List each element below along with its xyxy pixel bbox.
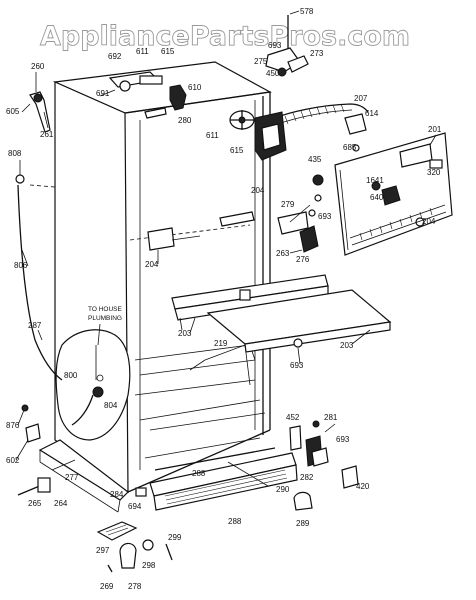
- part-label-640: 640: [370, 193, 384, 202]
- part-label-804: 804: [104, 401, 118, 410]
- part-label-288a: 288: [192, 469, 206, 478]
- refrigerator-cabinet: [29, 61, 272, 513]
- part-label-605: 605: [6, 107, 20, 116]
- bottom-left-parts: [17, 404, 147, 497]
- part-label-611b: 611: [206, 131, 219, 140]
- part-label-276: 276: [296, 255, 310, 264]
- part-label-808: 808: [8, 149, 22, 158]
- part-label-876: 876: [6, 421, 20, 430]
- part-label-203a: 203: [178, 329, 192, 338]
- shelf-brackets: [147, 211, 255, 251]
- part-label-204c: 204: [145, 260, 159, 269]
- part-label-420: 420: [356, 482, 370, 491]
- top-hardware: [99, 71, 187, 119]
- part-label-693b: 693: [318, 212, 332, 221]
- part-label-435: 435: [308, 155, 322, 164]
- part-labels: 578 693 273 275 450 260 692 611 615 691 …: [6, 7, 442, 591]
- shelf-rail-assembly: [171, 274, 392, 353]
- top-hinge-arm: [29, 91, 51, 133]
- part-label-320: 320: [427, 168, 441, 177]
- part-label-288b: 288: [228, 517, 242, 526]
- part-label-685: 685: [343, 143, 357, 152]
- bottom-right-parts: [289, 420, 359, 511]
- part-label-578: 578: [300, 7, 314, 16]
- part-label-614: 614: [365, 109, 379, 118]
- part-label-602: 602: [6, 456, 20, 465]
- part-label-298: 298: [142, 561, 156, 570]
- part-label-263: 263: [276, 249, 290, 258]
- part-label-281: 281: [324, 413, 338, 422]
- part-label-299: 299: [168, 533, 182, 542]
- part-label-203b: 203: [340, 341, 354, 350]
- part-label-693c: 693: [290, 361, 304, 370]
- leader-lines: [15, 10, 437, 461]
- plumbing-note-line1: TO HOUSE: [88, 306, 122, 313]
- part-label-692: 692: [108, 52, 122, 61]
- toe-grille: [149, 447, 298, 511]
- plumbing-cutaway: TO HOUSE PLUMBING: [55, 306, 131, 441]
- plumbing-note-line2: PLUMBING: [88, 315, 122, 322]
- watermark-text: AppliancePartsPros.com: [40, 21, 410, 52]
- part-label-269: 269: [100, 582, 114, 591]
- top-right-bracket: [265, 15, 309, 77]
- part-label-615b: 615: [230, 146, 244, 155]
- part-label-265: 265: [28, 499, 42, 508]
- part-label-204a: 204: [422, 217, 436, 226]
- part-label-219: 219: [214, 339, 228, 348]
- part-808-grommet: [15, 174, 25, 184]
- damper-control-parts: [277, 174, 324, 253]
- part-label-280: 280: [178, 116, 192, 125]
- part-label-261: 261: [40, 130, 54, 139]
- part-label-260: 260: [31, 62, 45, 71]
- part-label-287: 287: [28, 321, 42, 330]
- part-label-289: 289: [296, 519, 310, 528]
- part-label-452: 452: [286, 413, 300, 422]
- part-label-611: 611: [136, 47, 149, 56]
- part-label-694: 694: [128, 502, 142, 511]
- part-label-615: 615: [161, 47, 175, 56]
- part-label-207: 207: [354, 94, 368, 103]
- control-panel: [334, 132, 453, 256]
- part-label-800: 800: [64, 371, 78, 380]
- part-label-201: 201: [428, 125, 442, 134]
- water-tube: [17, 184, 63, 381]
- part-label-275: 275: [254, 57, 268, 66]
- evaporator-assembly: [254, 103, 369, 161]
- part-label-264: 264: [54, 499, 68, 508]
- part-label-279: 279: [281, 200, 295, 209]
- part-label-693d: 693: [336, 435, 350, 444]
- part-label-691: 691: [96, 89, 110, 98]
- loose-hardware: [96, 521, 173, 573]
- fan-blade: [229, 110, 255, 130]
- part-label-450: 450: [266, 69, 280, 78]
- part-label-290: 290: [276, 485, 290, 494]
- part-label-297: 297: [96, 546, 110, 555]
- part-label-1641: 1641: [366, 176, 384, 185]
- part-label-273: 273: [310, 49, 324, 58]
- part-label-277: 277: [65, 473, 79, 482]
- part-label-693: 693: [268, 41, 282, 50]
- part-label-284: 284: [110, 490, 124, 499]
- part-label-278: 278: [128, 582, 142, 591]
- part-label-610: 610: [188, 83, 202, 92]
- part-label-204b: 204: [251, 186, 265, 195]
- part-label-806: 806: [14, 261, 28, 270]
- part-label-282: 282: [300, 473, 314, 482]
